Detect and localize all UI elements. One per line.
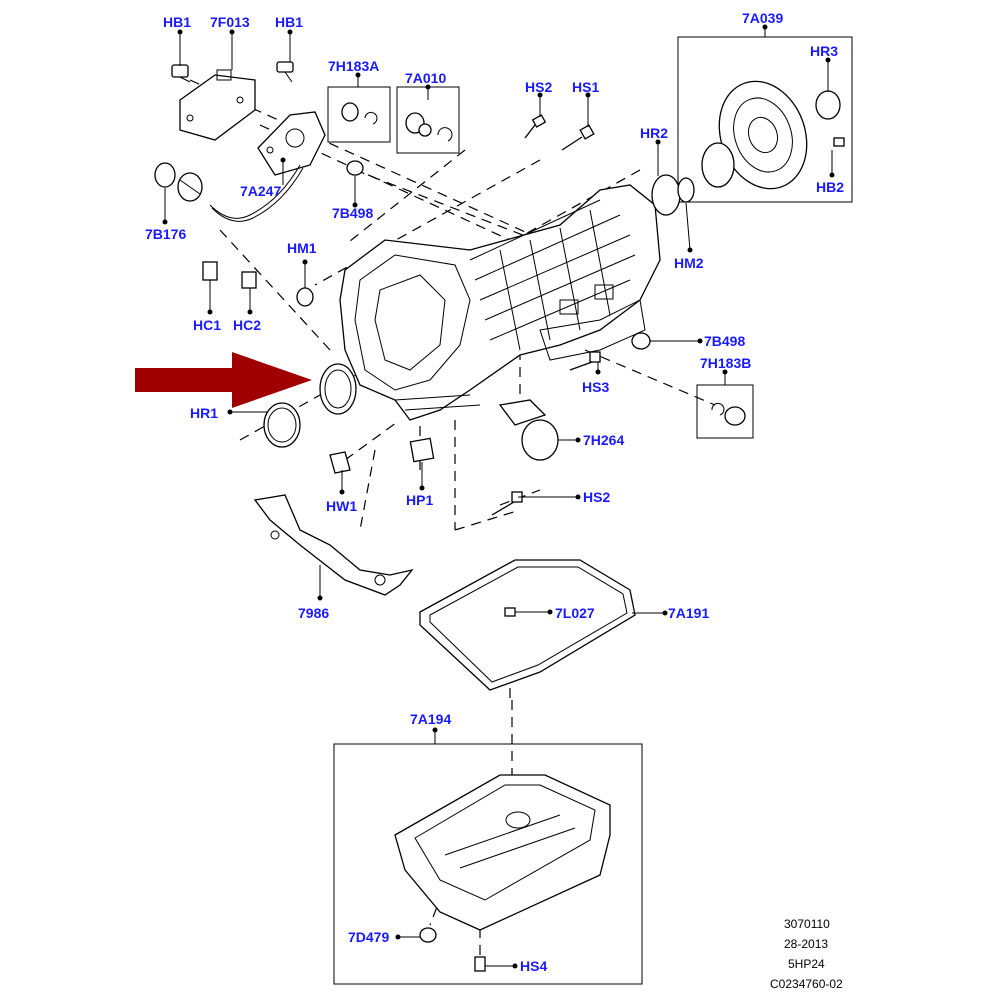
ref-date: 28-2013 xyxy=(784,937,828,951)
bolt-hs4 xyxy=(474,956,486,972)
label-hs2-mid: HS2 xyxy=(583,489,610,505)
label-hc2: HC2 xyxy=(233,317,261,333)
ring-hr2 xyxy=(651,174,681,216)
label-hm2: HM2 xyxy=(674,255,704,271)
label-7f013: 7F013 xyxy=(210,14,250,30)
part-labels: HB1 7F013 HB1 7H183A 7A010 HS2 HS1 7A039… xyxy=(145,10,844,974)
bushing-7b498-top xyxy=(346,160,364,176)
label-7a191: 7A191 xyxy=(668,605,709,621)
label-7b176: 7B176 xyxy=(145,226,186,242)
bolt-hs2-mid xyxy=(491,491,523,516)
label-7h183b: 7H183B xyxy=(700,355,751,371)
ring-hr1 xyxy=(263,363,357,448)
reference-block: 3070110 28-2013 5HP24 C0234760-02 xyxy=(770,917,843,991)
group-boxes xyxy=(327,36,853,985)
label-hr3: HR3 xyxy=(810,43,838,59)
bolt-hs2-top xyxy=(524,114,547,139)
bracket-7f013 xyxy=(179,69,256,141)
plug-hp1 xyxy=(409,437,435,463)
label-7b498-right: 7B498 xyxy=(704,333,745,349)
ring-hm2 xyxy=(677,177,695,203)
magnet-7l027 xyxy=(504,607,516,617)
label-7d479: 7D479 xyxy=(348,929,389,945)
connector-7b176 xyxy=(154,162,203,202)
highlight-arrow-icon xyxy=(135,352,312,408)
bolt-hb1-right xyxy=(276,61,294,83)
label-7a247: 7A247 xyxy=(240,183,281,199)
label-hc1: HC1 xyxy=(193,317,221,333)
label-7h183a: 7H183A xyxy=(328,58,379,74)
bolt-hs3 xyxy=(569,351,601,371)
guide-7986 xyxy=(253,494,414,596)
label-hp1: HP1 xyxy=(406,492,433,508)
clip-hc2 xyxy=(241,271,257,289)
oil-pan-7a194 xyxy=(394,774,611,931)
ref-model: 5HP24 xyxy=(788,957,825,971)
label-7b498-top: 7B498 xyxy=(332,205,373,221)
label-7a010: 7A010 xyxy=(405,70,446,86)
selector-switch-7a247 xyxy=(209,111,326,222)
label-hs3: HS3 xyxy=(582,379,609,395)
seal-7h183a xyxy=(341,102,378,125)
label-hr2: HR2 xyxy=(640,125,668,141)
label-hm1: HM1 xyxy=(287,240,317,256)
gasket-7a191 xyxy=(419,559,636,691)
ref-number: 3070110 xyxy=(784,917,830,931)
bolt-hb1-left xyxy=(171,64,191,83)
label-7l027: 7L027 xyxy=(555,605,595,621)
label-hs4: HS4 xyxy=(520,958,547,974)
label-hw1: HW1 xyxy=(326,498,357,514)
label-hb1-left: HB1 xyxy=(163,14,191,30)
leader-dots xyxy=(162,24,835,969)
bushing-7b498-right xyxy=(631,332,651,350)
label-hs2-top: HS2 xyxy=(525,79,552,95)
drain-plug-7d479 xyxy=(419,927,437,943)
transmission-case xyxy=(339,184,661,421)
seal-7h183b xyxy=(711,402,746,426)
ref-code: C0234760-02 xyxy=(770,977,843,991)
bracket-7h264 xyxy=(498,399,559,461)
label-7h264: 7H264 xyxy=(583,432,624,448)
label-hb1-right: HB1 xyxy=(275,14,303,30)
seal-7a010 xyxy=(405,112,453,142)
label-7a194: 7A194 xyxy=(410,711,451,727)
label-hs1: HS1 xyxy=(572,79,599,95)
bolt-hs1 xyxy=(561,124,595,151)
leader-lines xyxy=(164,27,833,967)
label-hr1: HR1 xyxy=(190,405,218,421)
clip-hc1 xyxy=(202,261,218,281)
label-7a039: 7A039 xyxy=(742,10,783,26)
label-7986: 7986 xyxy=(298,605,329,621)
bushing-hm1 xyxy=(296,287,314,307)
extension-housing-7a039 xyxy=(701,80,845,190)
label-hb2: HB2 xyxy=(816,179,844,195)
washer-hw1 xyxy=(329,451,351,474)
